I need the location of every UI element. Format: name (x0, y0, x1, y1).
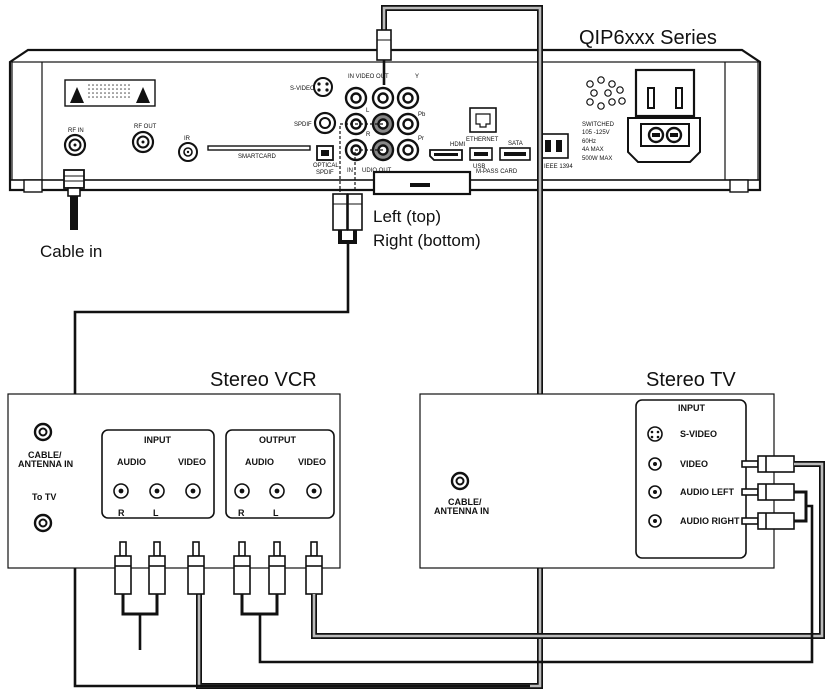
ir-label: IR (184, 136, 191, 142)
vcr-input-title: INPUT (144, 435, 172, 445)
rca-video-in-port[interactable] (344, 86, 368, 110)
vcr-cable-label-1: CABLE/ (28, 450, 62, 460)
rca-video-out-port[interactable] (371, 86, 395, 110)
vcr-output-panel (225, 429, 335, 519)
pr-label: Pr (418, 136, 424, 142)
vcr-to-tv-label: To TV (32, 492, 56, 502)
vcr-output-video-label: VIDEO (298, 457, 326, 467)
vcr-to-tv-port[interactable] (33, 513, 53, 533)
vcr-title: Stereo VCR (210, 369, 317, 391)
rca-pb-port[interactable] (396, 112, 420, 136)
optical-spdif-label: SPDIF (316, 170, 334, 176)
tv-audio-left-port[interactable] (648, 485, 662, 499)
vcr-output-video-port[interactable] (306, 483, 322, 499)
tv-cable-antenna-in-port[interactable] (450, 471, 470, 491)
spdif-label: SPDIF (294, 122, 312, 128)
tv-svideo-label: S-VIDEO (680, 429, 717, 439)
vcr-input-r-label: R (118, 508, 125, 518)
switched-line-1: SWITCHED (582, 122, 615, 128)
switched-line-3: 60Hz (582, 139, 596, 145)
y-label: Y (415, 74, 419, 80)
tv-input-title: INPUT (678, 403, 706, 413)
tv-audio-cable (240, 490, 814, 664)
vcr-input-panel (101, 429, 215, 519)
vcr-output-l-label: L (273, 508, 279, 518)
vcr-output-audio-r-port[interactable] (234, 483, 250, 499)
l-label: L (366, 108, 370, 114)
pb-label: Pb (418, 112, 426, 118)
rca-y-port[interactable] (396, 86, 420, 110)
tv-plugs (741, 455, 795, 530)
tv-video-label: VIDEO (680, 459, 708, 469)
optical-label: OPTICAL (313, 163, 339, 169)
switched-line-5: 500W MAX (582, 156, 612, 162)
vcr-output-audio-label: AUDIO (245, 457, 274, 467)
ieee-1394-port[interactable] (539, 133, 569, 159)
vcr-input-audio-l-port[interactable] (149, 483, 165, 499)
vcr-cable-label-2: ANTENNA IN (18, 459, 73, 469)
video-cable-loop (196, 5, 543, 689)
ieee-label: IEEE 1394 (544, 164, 573, 170)
vcr-input-audio-label: AUDIO (117, 457, 146, 467)
smartcard-label: SMARTCARD (238, 154, 277, 160)
hdmi-label: HDMI (450, 142, 466, 148)
vcr-plugs (114, 541, 323, 595)
warning-label-icon (64, 79, 156, 107)
rf-in-port[interactable] (63, 133, 87, 157)
ir-port[interactable] (178, 142, 198, 162)
rf-out-port[interactable] (131, 130, 155, 154)
fan-grille-icon (586, 76, 626, 110)
switched-line-2: 105 -125V (582, 130, 610, 136)
vcr-input-video-label: VIDEO (178, 457, 206, 467)
set-top-box: RF IN RF OUT IR SMARTCARD S-VIDEO SPDIF (8, 48, 762, 196)
tv-audio-right-port[interactable] (648, 514, 662, 528)
vcr-input-l-label: L (153, 508, 159, 518)
smartcard-slot[interactable] (207, 145, 311, 151)
vcr-output-title: OUTPUT (259, 435, 297, 445)
stb-title: QIP6xxx Series (579, 27, 717, 49)
rf-in-label: RF IN (68, 128, 84, 134)
sata-label: SATA (508, 141, 523, 147)
tv-cable-label-2: ANTENNA IN (434, 506, 489, 516)
tv-audio-right-label: AUDIO RIGHT (680, 516, 740, 526)
tv-svideo-port[interactable] (647, 426, 663, 442)
tv-audio-left-label: AUDIO LEFT (680, 487, 734, 497)
rf-out-label: RF OUT (134, 124, 157, 130)
tv-cable-label-1: CABLE/ (448, 497, 482, 507)
ac-power-inlet[interactable] (627, 117, 701, 163)
spdif-coax-port[interactable] (313, 111, 337, 135)
vcr-cable-antenna-in-port[interactable] (33, 422, 53, 442)
svideo-port[interactable] (313, 77, 333, 97)
in-video-out-label: IN VIDEO OUT (348, 74, 389, 80)
right-bottom-label: Right (bottom) (373, 231, 481, 250)
cable-in-connector (63, 169, 85, 230)
left-top-label: Left (top) (373, 207, 441, 226)
mpass-label: M-PASS CARD (476, 169, 518, 175)
tv-video-port[interactable] (648, 457, 662, 471)
usb-label: USB (473, 164, 485, 170)
svideo-label: S-VIDEO (290, 86, 315, 92)
vcr-output-audio-l-port[interactable] (269, 483, 285, 499)
vcr-output-r-label: R (238, 508, 245, 518)
vcr-input-audio-r-port[interactable] (113, 483, 129, 499)
switched-ac-outlet[interactable] (634, 68, 696, 118)
vcr-input-video-port[interactable] (185, 483, 201, 499)
tv-title: Stereo TV (646, 369, 736, 391)
stb-audio-cable (73, 123, 530, 688)
r-label: R (366, 132, 371, 138)
rca-pr-port[interactable] (396, 138, 420, 162)
ethernet-label: ETHERNET (466, 137, 499, 143)
cable-in-label: Cable in (40, 242, 102, 261)
tv-video-cable (311, 461, 825, 639)
in-label: IN (347, 168, 353, 174)
tv-input-panel (635, 399, 747, 559)
switched-line-4: 4A MAX (582, 147, 604, 153)
